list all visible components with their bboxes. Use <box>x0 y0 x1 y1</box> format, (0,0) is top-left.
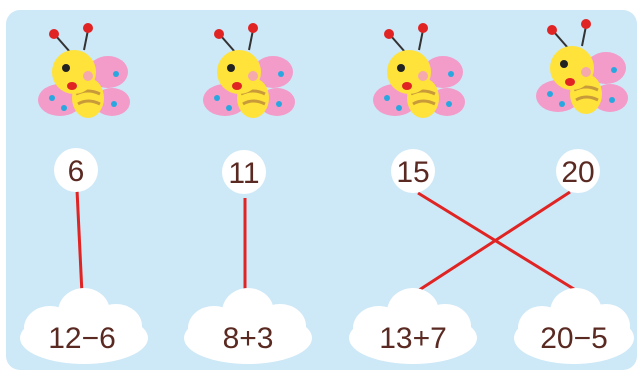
expression-label-4: 20−5 <box>540 322 608 355</box>
expression-label-1: 12−6 <box>48 322 116 355</box>
match-lines <box>75 189 583 296</box>
number-label-3: 15 <box>396 156 429 189</box>
number-label-2: 11 <box>228 157 259 190</box>
number-bubble-3[interactable]: 15 <box>391 149 435 193</box>
number-label-1: 6 <box>68 155 85 188</box>
expression-cloud-2[interactable]: 8+3 <box>184 288 312 364</box>
expression-cloud-3[interactable]: 13+7 <box>349 288 477 364</box>
bee-illustration-2 <box>201 21 297 120</box>
match-line-6 <box>75 189 84 295</box>
expression-cloud-1[interactable]: 12−6 <box>20 288 148 364</box>
number-label-4: 20 <box>561 156 594 189</box>
number-bubble-4[interactable]: 20 <box>556 149 600 193</box>
number-bubble-1[interactable]: 6 <box>54 148 98 192</box>
expression-label-3: 13+7 <box>379 322 447 355</box>
expression-label-2: 8+3 <box>223 322 274 355</box>
match-line-20 <box>412 190 571 296</box>
bee-illustration-4 <box>534 17 630 116</box>
match-line-15 <box>417 191 583 296</box>
expression-cloud-4[interactable]: 20−5 <box>514 288 634 364</box>
bee-illustration-3 <box>371 21 467 120</box>
number-bubble-2[interactable]: 11 <box>222 150 266 194</box>
bee-illustration-1 <box>36 21 132 120</box>
